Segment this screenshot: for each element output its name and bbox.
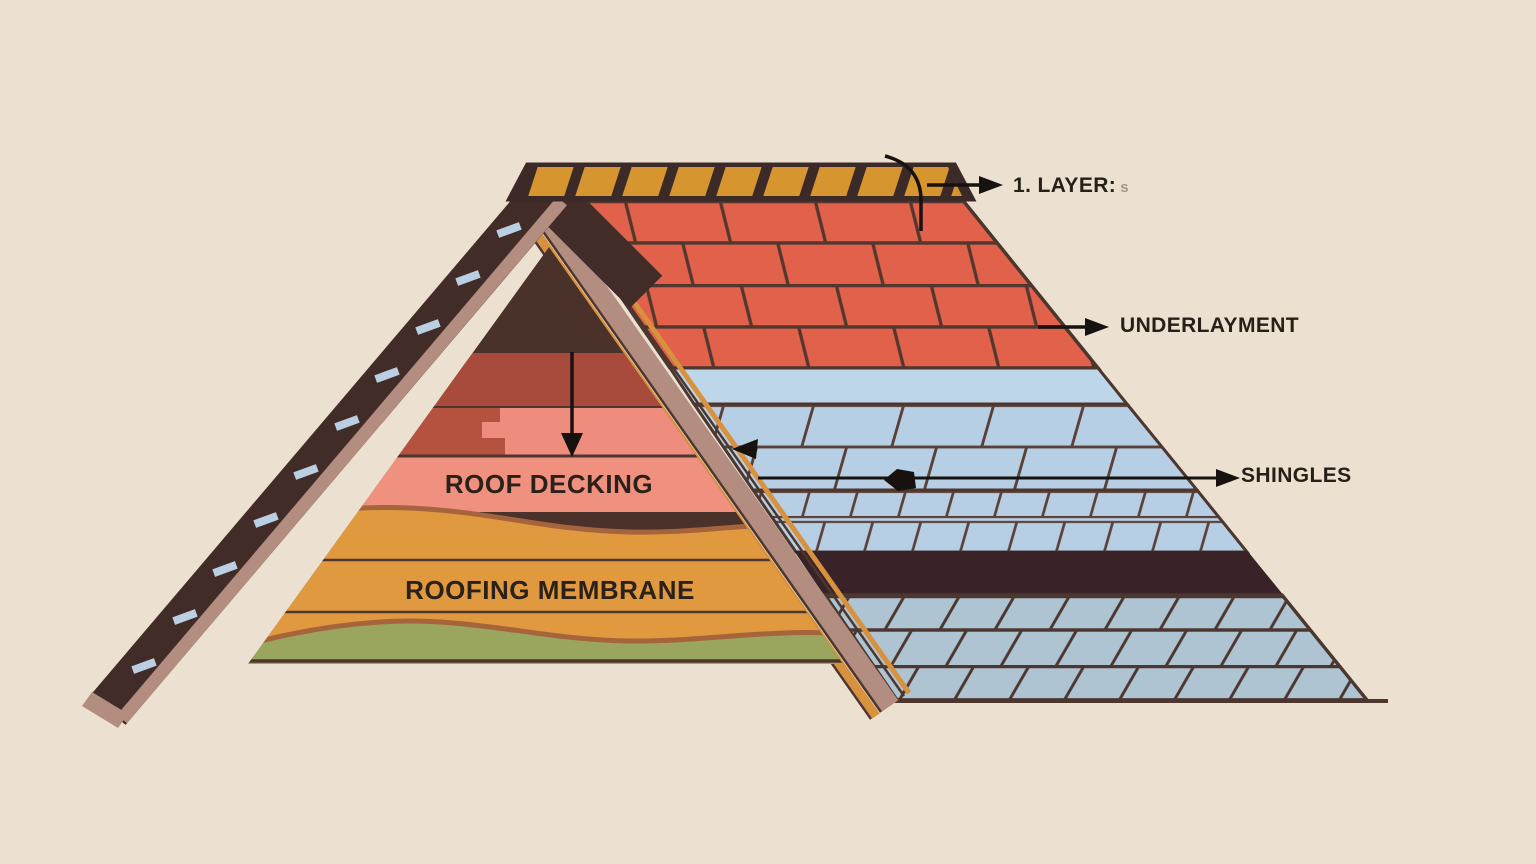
- decking-arrowhead: [561, 433, 583, 457]
- label-underlayment: UNDERLAYMENT: [1120, 314, 1300, 337]
- underlayment-arrowhead: [1085, 318, 1109, 336]
- green-wave-edge: [248, 618, 843, 664]
- label-layer-1-text: 1. LAYER:: [1013, 174, 1117, 197]
- ridge-cap: [505, 162, 977, 202]
- label-layer-1: 1. LAYER:s: [1013, 174, 1129, 198]
- layer-arrowhead: [979, 176, 1003, 194]
- rake-mauve-inner-left: [117, 196, 567, 724]
- shingles-mid-marker: [884, 469, 916, 491]
- dark-eave-band: [794, 551, 1285, 596]
- barge-board-right: [535, 181, 663, 309]
- rake-vent-ticks: [131, 222, 522, 674]
- label-roofing-membrane: ROOFING MEMBRANE: [405, 575, 695, 605]
- roof-slope-layers: [549, 196, 1388, 703]
- label-shingles: SHINGLES: [1241, 464, 1352, 487]
- blue-shingle-rows: [691, 402, 1251, 554]
- red-shingle-layer: [549, 196, 1102, 370]
- label-layer-1-suffix: s: [1120, 179, 1129, 196]
- rake-tail-cap: [82, 692, 128, 728]
- gray-shingle-rows: [821, 593, 1371, 702]
- underlayment-band: [667, 366, 1131, 406]
- label-roof-decking: ROOF DECKING: [444, 469, 654, 499]
- leader-arrows: [561, 154, 1240, 491]
- shingles-arrowhead: [1216, 469, 1240, 487]
- layer-leader-line: [884, 154, 923, 231]
- gable-cross-section: [82, 175, 912, 728]
- shingles-left-arrowhead: [732, 439, 758, 459]
